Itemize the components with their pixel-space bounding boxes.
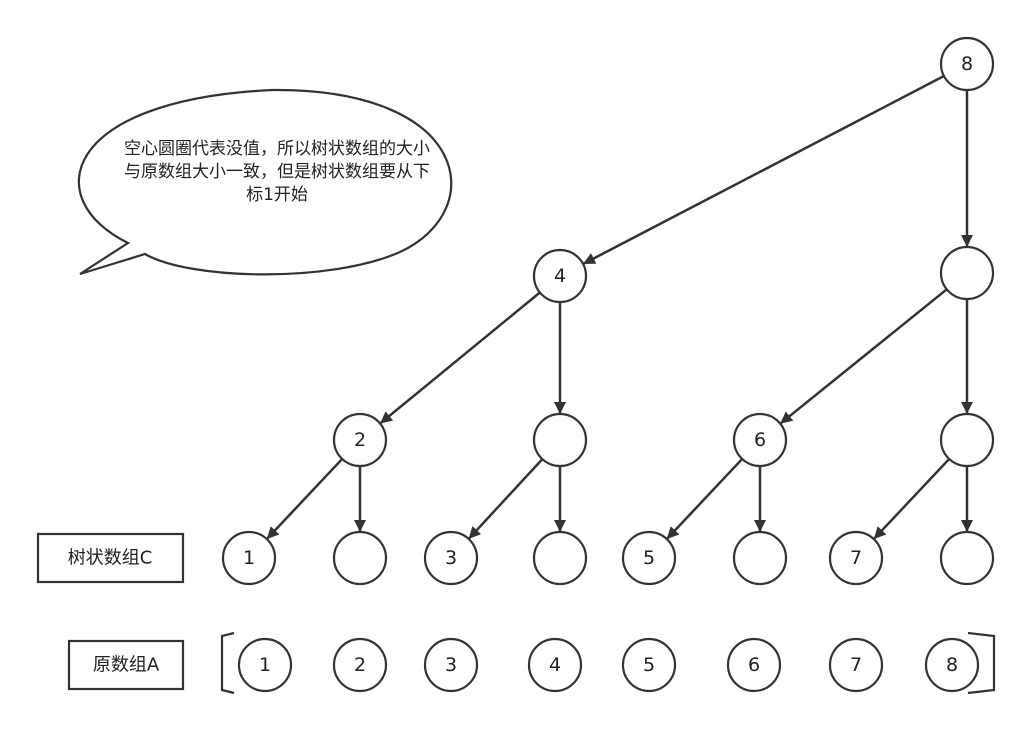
array-a-element: 5 xyxy=(621,637,677,693)
original-array-label: 原数组A xyxy=(93,655,160,676)
tree-node-value: 3 xyxy=(445,547,457,569)
tree-node-value: 6 xyxy=(754,429,766,451)
tree-node: 8 xyxy=(939,36,995,92)
tree-node xyxy=(732,530,788,586)
array-a-element: 7 xyxy=(828,637,884,693)
array-a-value: 5 xyxy=(643,654,655,676)
tree-node xyxy=(939,530,995,586)
array-a-element: 4 xyxy=(527,637,583,693)
edge-c4-to-c2 xyxy=(380,291,541,424)
tree-node-circle xyxy=(939,412,995,468)
tree-node-value: 2 xyxy=(354,429,366,451)
tree-node-circle xyxy=(828,530,884,586)
edge-c6x-to-c3 xyxy=(468,458,544,540)
tree-node-value: 8 xyxy=(961,53,973,75)
array-a-circle xyxy=(423,637,479,693)
tree-node: 7 xyxy=(828,530,884,586)
tree-node-circle xyxy=(621,530,677,586)
array-a-value: 3 xyxy=(445,654,457,676)
left-bracket xyxy=(220,631,235,695)
tree-node: 1 xyxy=(221,530,277,586)
array-a-circle xyxy=(332,637,388,693)
array-a-circle xyxy=(237,637,293,693)
edge-c2-to-c1 xyxy=(266,458,344,540)
array-a-value: 8 xyxy=(946,654,958,676)
array-a-element: 6 xyxy=(726,637,782,693)
array-a-circle xyxy=(726,637,782,693)
array-a-element: 3 xyxy=(423,637,479,693)
tree-node-value: 1 xyxy=(243,547,255,569)
tree-node-value: 4 xyxy=(554,265,566,287)
right-bracket xyxy=(967,631,996,695)
array-a-value: 2 xyxy=(354,654,366,676)
array-a-circle xyxy=(527,637,583,693)
array-a-element: 8 xyxy=(924,637,980,693)
array-a-value: 4 xyxy=(549,654,561,676)
tree-node-circle xyxy=(532,530,588,586)
array-a-element: 2 xyxy=(332,637,388,693)
array-a-layer: 1 2 3 4 5 6 7 8 xyxy=(237,637,980,693)
array-a-circle xyxy=(828,637,884,693)
tree-node: 2 xyxy=(332,412,388,468)
tree-node xyxy=(939,245,995,301)
tree-node-circle xyxy=(939,530,995,586)
edge-c12-to-c6 xyxy=(780,288,948,425)
tree-node-circle xyxy=(732,412,788,468)
array-a-value: 1 xyxy=(259,654,271,676)
tree-node-value: 5 xyxy=(643,547,655,569)
tree-node-circle xyxy=(532,412,588,468)
edges-layer xyxy=(266,74,973,540)
array-a-circle xyxy=(924,637,980,693)
tree-node xyxy=(939,412,995,468)
nodes-layer: 8 4 2 6 1 3 5 7 xyxy=(221,36,995,586)
array-a-value: 6 xyxy=(748,654,760,676)
tree-node: 4 xyxy=(532,248,588,304)
callout-text: 空心圆圈代表没值，所以树状数组的大小 与原数组大小一致，但是树状数组要从下 标1… xyxy=(124,139,430,205)
tree-array-label-box: 树状数组C xyxy=(36,532,185,584)
tree-node-circle xyxy=(423,530,479,586)
edge-c8-to-c4 xyxy=(583,74,945,265)
tree-node-value: 7 xyxy=(850,547,862,569)
tree-node: 5 xyxy=(621,530,677,586)
array-a-value: 7 xyxy=(850,654,862,676)
original-array-label-box: 原数组A xyxy=(67,639,185,691)
edge-c14-to-c7 xyxy=(873,458,951,540)
tree-node: 3 xyxy=(423,530,479,586)
tree-node: 6 xyxy=(732,412,788,468)
tree-node xyxy=(532,412,588,468)
tree-node xyxy=(532,530,588,586)
tree-node xyxy=(332,530,388,586)
tree-node-circle xyxy=(221,530,277,586)
tree-array-label: 树状数组C xyxy=(68,548,153,569)
tree-node-circle xyxy=(939,36,995,92)
tree-node-circle xyxy=(332,530,388,586)
tree-node-circle xyxy=(939,245,995,301)
tree-node-circle xyxy=(332,412,388,468)
speech-bubble xyxy=(77,88,453,276)
tree-node-circle xyxy=(732,530,788,586)
array-a-circle xyxy=(621,637,677,693)
edge-c6-to-c5 xyxy=(666,458,744,540)
array-a-element: 1 xyxy=(237,637,293,693)
tree-node-circle xyxy=(532,248,588,304)
